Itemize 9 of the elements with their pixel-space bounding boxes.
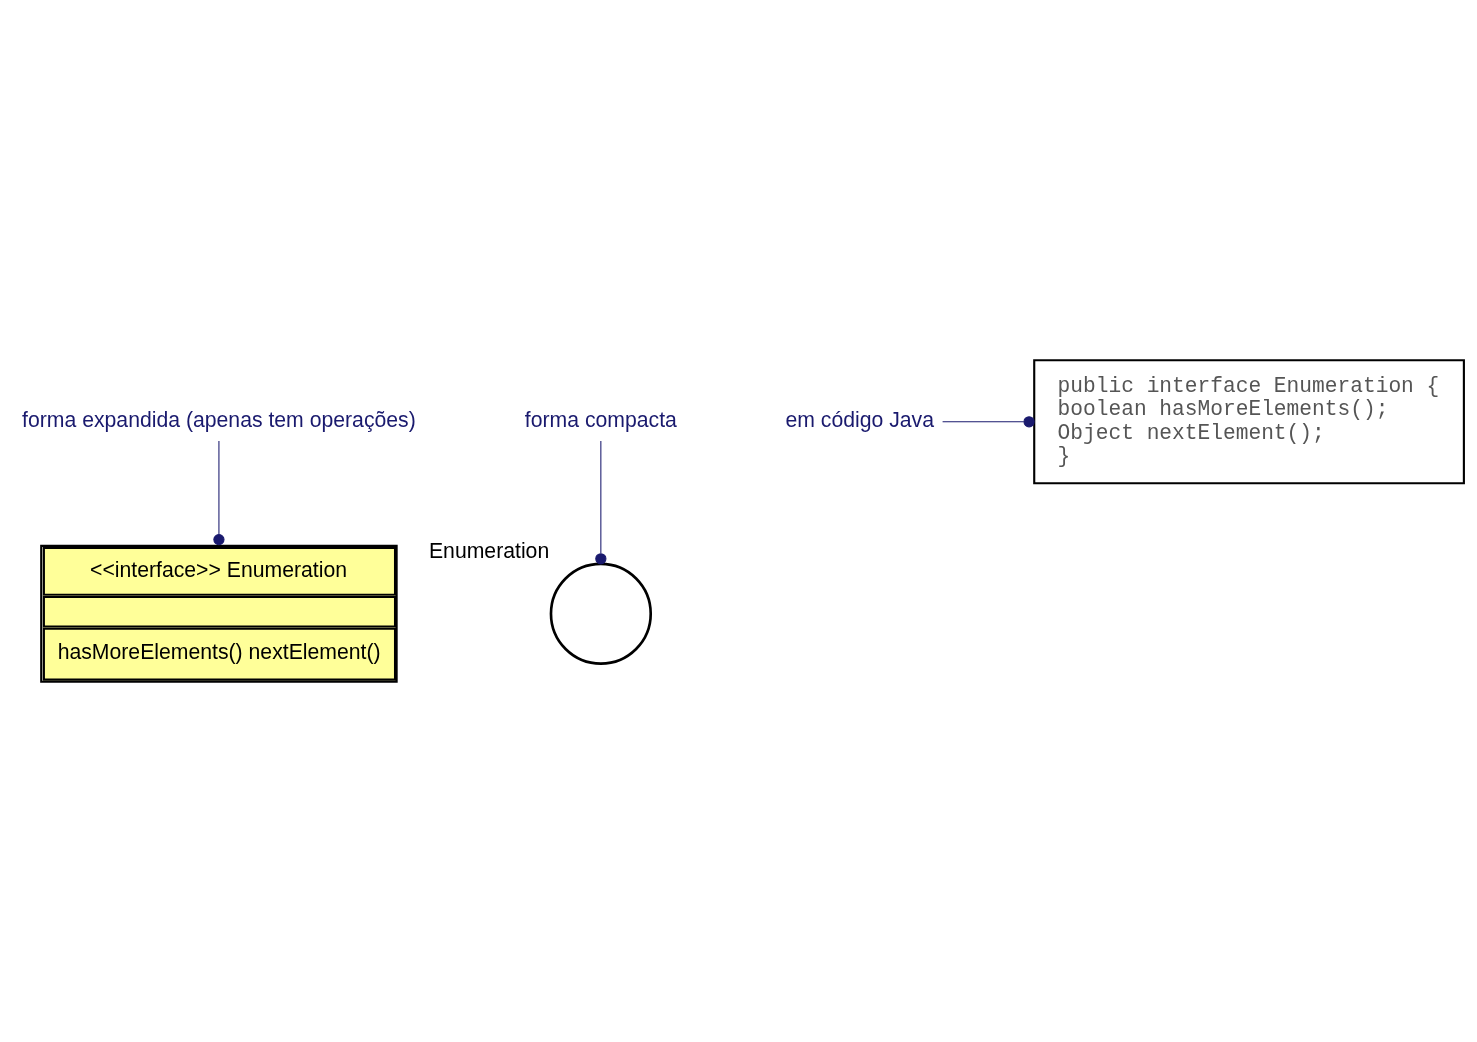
node-box: public interface Enumeration { boolean hasMoreElements(); Object nextElement(); } (1033, 358, 1465, 484)
node-circle (549, 562, 653, 665)
node-label: Enumeration (428, 538, 550, 562)
connector (595, 440, 607, 564)
node-text: em código Java (785, 407, 934, 431)
connector (942, 415, 1035, 427)
connector (213, 440, 225, 545)
node-text: forma expandida (apenas tem operações) (22, 407, 416, 431)
node-text: forma compacta (524, 407, 677, 431)
